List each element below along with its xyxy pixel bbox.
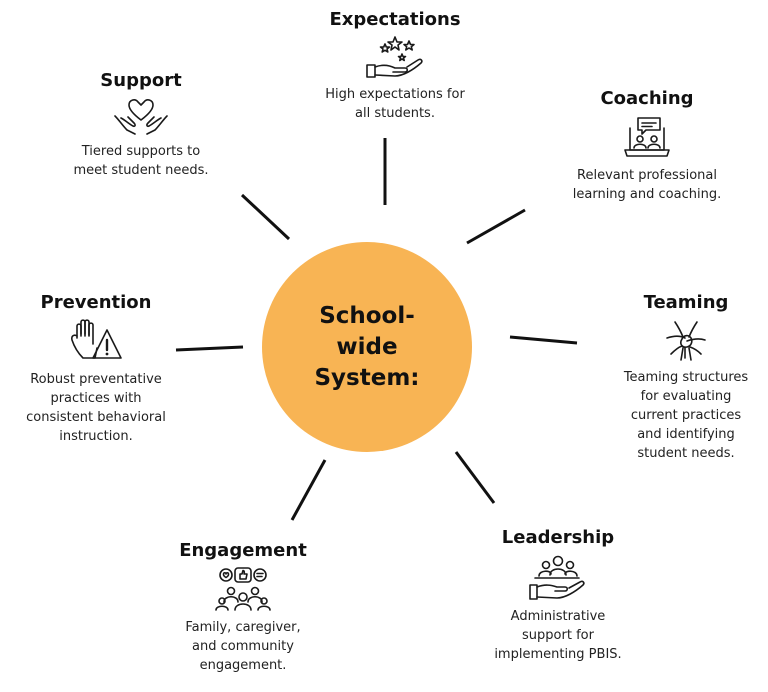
node-title: Engagement <box>179 540 307 561</box>
node-description: High expectations for all students. <box>325 87 465 121</box>
node-description: Relevant professional learning and coach… <box>572 168 722 202</box>
connector-support <box>240 193 291 241</box>
node-description: Tiered supports to meet student needs. <box>73 144 209 178</box>
connector-teaming <box>509 335 578 345</box>
stacked-hands-icon <box>661 318 711 362</box>
node-description: Teaming structures for evaluating curren… <box>623 370 749 461</box>
node-prevention: Prevention Robust preventative practices… <box>6 292 186 446</box>
node-description: Family, caregiver, and community engagem… <box>185 620 301 673</box>
node-engagement: Engagement Family, caregiver <box>153 540 333 675</box>
hand-warning-icon <box>69 318 123 364</box>
node-support: Support Tiered supports to meet student … <box>51 70 231 180</box>
node-expectations: Expectations High expectations for all s… <box>295 9 495 123</box>
laptop-meeting-icon <box>622 114 672 160</box>
node-coaching: Coaching Relevant professional learning … <box>557 88 737 204</box>
node-title: Support <box>100 70 182 91</box>
node-description: Administrative support for implementing … <box>494 609 622 662</box>
node-title: Expectations <box>329 9 461 30</box>
node-title: Leadership <box>501 527 615 548</box>
hub-title: School-wide System: <box>314 302 420 391</box>
node-title: Prevention <box>40 292 152 313</box>
node-leadership: Leadership Administrative support for im… <box>473 527 643 664</box>
central-hub: School-wide System: <box>262 242 472 452</box>
hand-group-icon <box>527 553 589 601</box>
node-teaming: Teaming Teaming structures for evaluatin… <box>606 292 766 463</box>
connector-prevention <box>175 345 244 352</box>
hand-stars-icon <box>363 35 427 79</box>
community-feedback-icon <box>213 566 273 612</box>
connector-coaching <box>466 208 526 245</box>
connector-leadership <box>454 451 496 504</box>
connector-engagement <box>290 459 327 521</box>
node-description: Robust preventative practices with consi… <box>26 372 166 444</box>
node-title: Coaching <box>600 88 694 109</box>
node-title: Teaming <box>643 292 729 313</box>
hands-heart-icon <box>111 96 171 136</box>
